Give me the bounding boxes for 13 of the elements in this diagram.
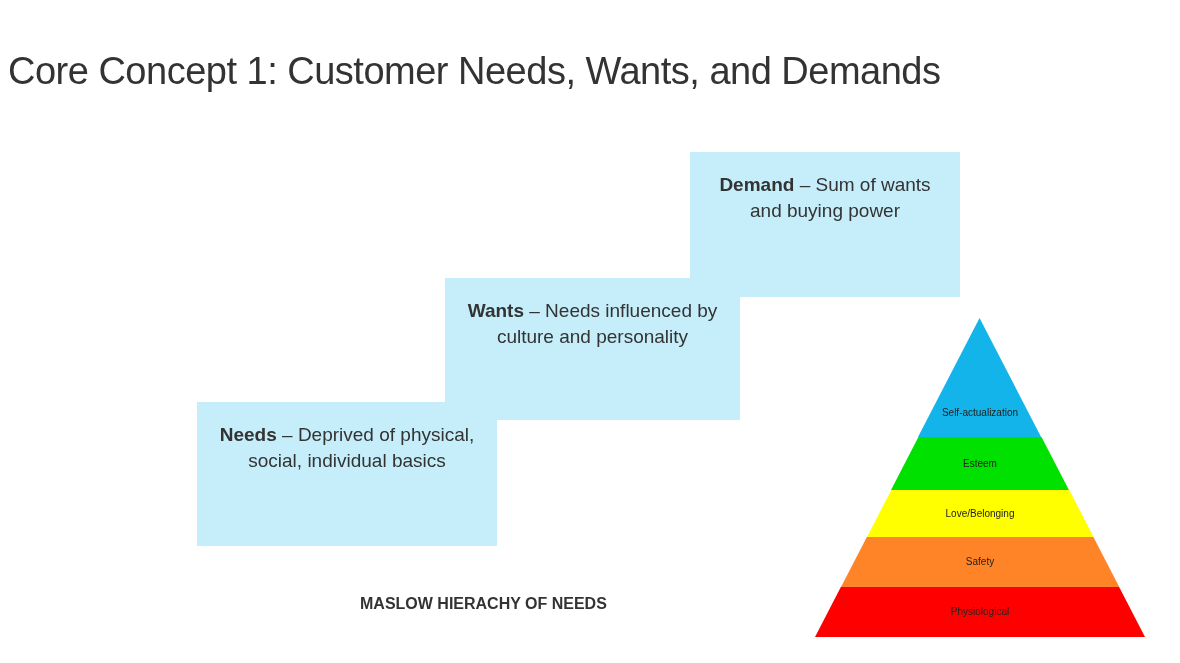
concept-box (445, 278, 740, 420)
concept-box (197, 402, 497, 546)
concept-text: Wants – Needs influenced by culture and personality (466, 299, 719, 349)
concept-box (690, 152, 960, 297)
pyramid-level-label: Self-actualization (940, 407, 1020, 418)
pyramid-level-label: Safety (964, 556, 996, 567)
slide-title: Core Concept 1: Customer Needs, Wants, and Demands (8, 50, 941, 93)
pyramid-level-label: Physiological (949, 606, 1011, 617)
concept-text: Demand – Sum of wants and buying power (718, 173, 932, 223)
concept-text: Needs – Deprived of physical, social, individual basics (218, 423, 476, 473)
pyramid-level-label: Esteem (962, 457, 998, 469)
pyramid-caption: MASLOW HIERACHY OF NEEDS (360, 595, 607, 613)
pyramid-level-label: Love/Belonging (944, 507, 1016, 519)
